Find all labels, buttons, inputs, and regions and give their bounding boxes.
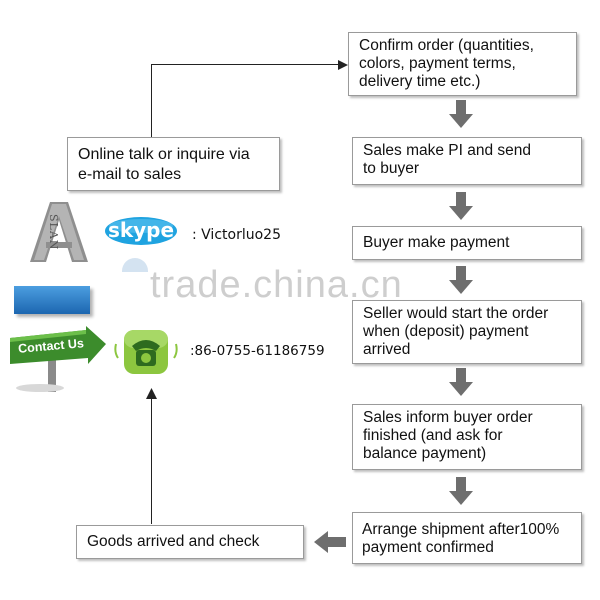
partial-icon	[122, 258, 148, 272]
step-sales-inform: Sales inform buyer order finished (and a…	[352, 404, 582, 470]
arrow-down-icon	[449, 477, 473, 505]
phone-icon[interactable]	[114, 326, 178, 378]
step-sales-pi: Sales make PI and send to buyer	[352, 137, 582, 185]
connector-arrowhead-up	[146, 388, 157, 399]
step-confirm-text: Confirm order (quantities, colors, payme…	[359, 37, 534, 90]
connector-line-bottom	[151, 398, 152, 524]
step-inform-text: Sales inform buyer order finished (and a…	[363, 409, 533, 462]
step-goods-arrived: Goods arrived and check	[76, 525, 304, 559]
arrow-left-icon	[314, 531, 346, 553]
arrow-down-icon	[449, 192, 473, 220]
step-seller-text: Seller would start the order when (depos…	[363, 305, 549, 358]
connector-line-right	[151, 64, 341, 65]
skype-label: skype	[107, 218, 175, 242]
phone-number: :86-0755-61186759	[190, 343, 325, 359]
arrow-down-icon	[449, 368, 473, 396]
arrow-down-icon	[449, 100, 473, 128]
step-seller-start: Seller would start the order when (depos…	[352, 300, 582, 364]
step-shipment-text: Arrange shipment after100% payment confi…	[362, 521, 560, 556]
watermark-text: trade.china.cn	[150, 264, 403, 306]
company-logo-text: SLAN	[47, 214, 60, 251]
blue-bar-graphic	[14, 286, 90, 314]
connector-line-up	[151, 64, 152, 138]
step-pi-text: Sales make PI and send to buyer	[363, 142, 532, 177]
connector-arrowhead-right	[338, 60, 348, 70]
skype-icon[interactable]: skype	[104, 215, 178, 247]
step-arrange-shipment: Arrange shipment after100% payment confi…	[352, 512, 582, 564]
step-online-text: Online talk or inquire via e-mail to sal…	[78, 146, 250, 183]
step-confirm-order: Confirm order (quantities, colors, payme…	[348, 32, 577, 96]
step-payment-text: Buyer make payment	[363, 234, 510, 251]
step-online-talk: Online talk or inquire via e-mail to sal…	[67, 137, 280, 191]
arrow-down-icon	[449, 266, 473, 294]
skype-id: : Victorluo25	[192, 227, 281, 243]
contact-us-sign[interactable]: Contact Us	[10, 326, 106, 394]
company-logo-icon	[30, 202, 88, 262]
step-goods-text: Goods arrived and check	[87, 533, 260, 550]
step-buyer-payment: Buyer make payment	[352, 226, 582, 260]
